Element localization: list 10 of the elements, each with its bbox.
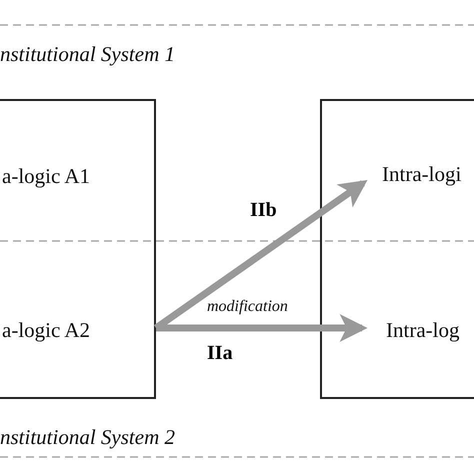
arrow-caption: modification	[207, 297, 288, 317]
system-label: nstitutional System 2	[0, 426, 175, 448]
logic-text: a-logic A2	[2, 318, 90, 342]
arrow	[156, 314, 368, 342]
logic-text: Intra-logi	[382, 162, 462, 186]
logic-box	[0, 99, 156, 399]
logic-text: Intra-log	[386, 318, 460, 342]
logic-text: a-logic A1	[2, 164, 90, 188]
system-label: nstitutional System 1	[0, 43, 175, 65]
logic-box	[320, 99, 474, 399]
